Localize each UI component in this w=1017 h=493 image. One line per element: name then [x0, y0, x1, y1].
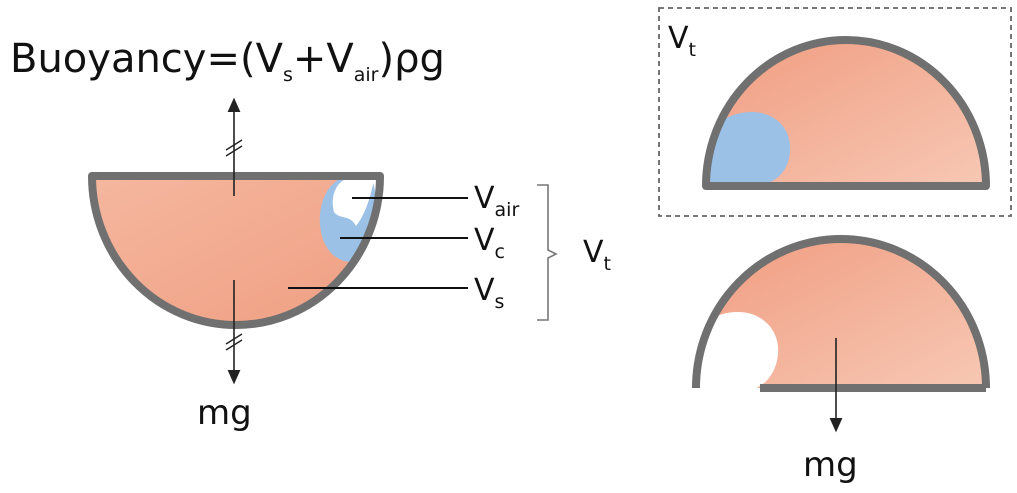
right-top-hemisphere: [702, 36, 990, 190]
dashed-box: [658, 7, 1012, 217]
left-mg-label: mg: [197, 393, 252, 433]
bracket: [537, 184, 558, 321]
right-bottom-hemisphere: [692, 235, 990, 392]
left-force-arrows: [225, 97, 243, 385]
leader-lines: [288, 197, 468, 289]
left-hemisphere: [88, 172, 384, 329]
v-s-label: Vs: [474, 273, 504, 313]
v-air-label: Vair: [474, 181, 519, 221]
right-mg-label: mg: [803, 445, 858, 485]
air-bubble: [706, 112, 791, 186]
cavity-void: [692, 312, 779, 392]
buoyancy-equation: Buoyancy=(Vs+Vair)ρg: [10, 36, 445, 86]
right-v-t-label: Vt: [668, 21, 696, 61]
v-t-label: Vt: [583, 235, 611, 275]
v-c-label: Vc: [474, 223, 505, 263]
